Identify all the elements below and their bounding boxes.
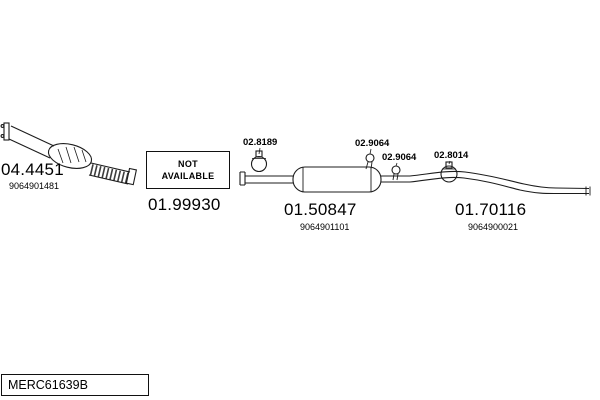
part-code-hanger-2: 02.9064 [382, 152, 417, 163]
not-available-line1: NOT [178, 159, 198, 169]
front-pipe-drawing [0, 122, 138, 186]
rear-pipe-drawing [409, 170, 591, 196]
clamp-rear-icon [440, 160, 458, 183]
hanger-icons [365, 148, 401, 181]
part-number-middle-silencer: 9064901101 [300, 222, 350, 232]
middle-silencer-drawing [239, 166, 410, 193]
drawing-id-box: MERC61639B [1, 374, 149, 396]
not-available-line2: AVAILABLE [161, 171, 215, 181]
part-code-front-pipe: 04.4451 [1, 160, 64, 179]
part-code-not-available: 01.99930 [148, 195, 221, 214]
part-code-hanger-1: 02.9064 [355, 138, 390, 149]
part-code-middle-silencer: 01.50847 [284, 200, 357, 219]
part-number-rear-pipe: 9064900021 [468, 222, 519, 232]
part-number-front-pipe: 9064901481 [9, 181, 60, 191]
part-code-clamp-front: 02.8189 [243, 137, 278, 148]
clamp-front-icon [250, 147, 268, 173]
not-available-box: NOT AVAILABLE [146, 151, 230, 189]
part-code-clamp-rear: 02.8014 [434, 150, 469, 161]
drawing-id: MERC61639B [8, 378, 88, 392]
part-code-rear-pipe: 01.70116 [455, 200, 527, 219]
